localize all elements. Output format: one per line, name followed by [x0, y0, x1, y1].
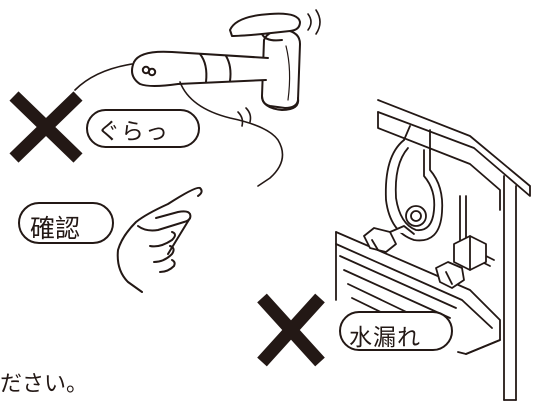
caption-text: ださい。 [0, 366, 88, 398]
sink-cabinet [336, 100, 530, 400]
hose-line-left [75, 64, 132, 90]
check-label: 確認 [30, 209, 80, 245]
x-mark-icon [262, 298, 320, 362]
leak-label: 水漏れ [349, 318, 421, 352]
wobble-label: ぐらっ [97, 112, 169, 146]
faucet-icon [132, 14, 300, 110]
pointing-hand-icon [118, 188, 202, 292]
x-mark-icon [14, 96, 78, 158]
